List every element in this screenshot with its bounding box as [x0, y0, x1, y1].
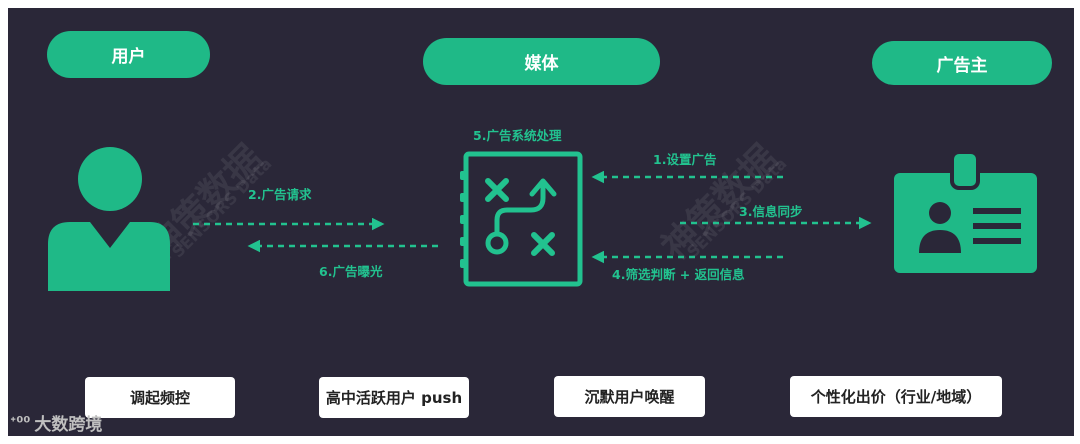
footer-logo-mark-icon: ᐩ⁰⁰ [10, 413, 31, 432]
user-icon [48, 147, 170, 291]
bottom-box-label: 高中活跃用户 push [325, 389, 463, 407]
id-badge-icon [894, 150, 1037, 273]
actor-advertiser-label: 广告主 [936, 55, 988, 76]
actor-user-pill: 用户 [47, 31, 210, 78]
bottom-box-push: 高中活跃用户 push [319, 377, 469, 418]
actor-user-label: 用户 [111, 47, 146, 67]
actor-media-pill: 媒体 [423, 38, 660, 85]
bottom-box-label: 个性化出价（行业/地域） [810, 388, 982, 406]
step-setup-label: 1.设置广告 [653, 152, 717, 167]
bottom-box-bidding: 个性化出价（行业/地域） [790, 376, 1002, 417]
step-process-label: 5.广告系统处理 [473, 128, 562, 143]
bottom-box-label: 沉默用户唤醒 [584, 388, 675, 406]
diagram-graphics [48, 147, 1037, 291]
step-request-label: 2.广告请求 [248, 187, 312, 202]
footer-logo: ᐩ⁰⁰ 大数跨境 [10, 410, 102, 435]
actor-media-label: 媒体 [524, 54, 559, 74]
bottom-box-wakeup: 沉默用户唤醒 [554, 376, 705, 417]
strategy-board-icon [460, 151, 583, 287]
step-sync-label: 3.信息同步 [739, 204, 803, 219]
bottom-box-frequency: 调起频控 [85, 377, 235, 418]
footer-logo-text: 大数跨境 [34, 415, 103, 435]
bottom-box-label: 调起频控 [129, 389, 190, 407]
step-filter-label: 4.筛选判断 + 返回信息 [612, 267, 745, 282]
diagram-canvas: 神策数据 SENSORS Data 神策数据 SENSORS Data 用户 媒… [8, 8, 1074, 436]
step-exposure-label: 6.广告曝光 [319, 264, 383, 279]
actor-advertiser-pill: 广告主 [872, 41, 1052, 85]
